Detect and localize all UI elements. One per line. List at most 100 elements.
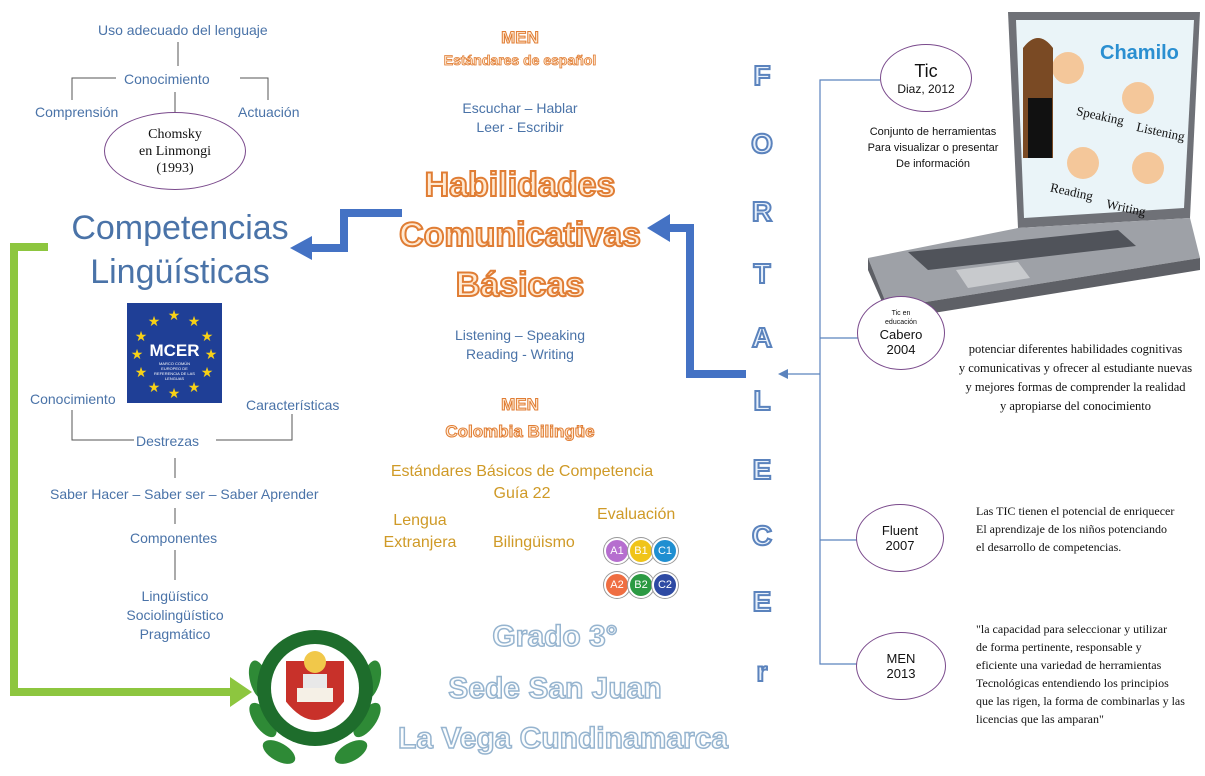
grado-title: Grado 3° bbox=[492, 619, 619, 654]
mcer-small: MARCO COMÚN EUROPEO DE REFERENCIA DE LAS… bbox=[154, 361, 195, 381]
habilidades-title: Habilidades Comunicativas Básicas bbox=[385, 160, 655, 310]
svg-text:★: ★ bbox=[201, 365, 214, 381]
men-label-1: MEN bbox=[501, 28, 540, 48]
svg-text:★: ★ bbox=[148, 380, 161, 396]
lengua-text: Lengua bbox=[393, 512, 447, 529]
conocimiento2-text: Conocimiento bbox=[30, 391, 116, 407]
componentes-text: Componentes bbox=[130, 530, 218, 546]
bilinguismo-text: Bilingüismo bbox=[493, 534, 575, 551]
school-crest bbox=[245, 610, 385, 776]
competencias-line1: Competencias bbox=[71, 209, 289, 247]
sociolinguistico-text: Sociolingüístico bbox=[126, 607, 224, 623]
men2013-desc-1: "la capacidad para seleccionar y utiliza… bbox=[976, 622, 1168, 636]
cabero-desc-2: y comunicativas y ofrecer al estudiante … bbox=[958, 361, 1193, 375]
svg-text:★: ★ bbox=[188, 314, 201, 330]
svg-text:★: ★ bbox=[168, 308, 181, 324]
chomsky-ellipse: Chomsky en Linmongi (1993) bbox=[104, 112, 246, 190]
svg-text:★: ★ bbox=[135, 365, 148, 381]
fortalecer-letter-7: E bbox=[752, 453, 773, 486]
fortalecer-letter-3: R bbox=[751, 195, 773, 228]
fluent-desc-3: el desarrollo de competencias. bbox=[976, 540, 1122, 554]
habilidades-line2: Comunicativas bbox=[398, 215, 642, 255]
fluent-desc-2: El aprendizaje de los niños potenciando bbox=[976, 522, 1167, 536]
listening-speaking-text: Listening – Speaking bbox=[455, 327, 585, 343]
mcer-logo: ★★★ ★★★ ★★★ ★★★ MCER MARCO COMÚN EUROPEO… bbox=[127, 303, 222, 403]
lengua-extranjera: Lengua Extranjera bbox=[370, 510, 470, 554]
pragmatico-text: Pragmático bbox=[139, 626, 211, 642]
fluent-desc-1: Las TIC tienen el potencial de enriquece… bbox=[976, 504, 1175, 518]
escuchar-text: Escuchar – Hablar bbox=[462, 100, 578, 116]
conocimiento-top-text: Conocimiento bbox=[124, 71, 210, 87]
chomsky-year: (1993) bbox=[156, 160, 194, 176]
fortalecer-letter-6: L bbox=[752, 384, 771, 417]
componentes-list: Lingüístico Sociolingüístico Pragmático bbox=[110, 587, 240, 644]
men2013-desc-6: licencias que las amparan" bbox=[976, 712, 1104, 726]
svg-text:★: ★ bbox=[201, 329, 214, 345]
svg-text:★: ★ bbox=[205, 347, 218, 363]
english-skills: Listening – Speaking Reading - Writing bbox=[420, 326, 620, 364]
level-c2: C2 bbox=[652, 572, 678, 598]
chomsky-source: en Linmongi bbox=[139, 143, 211, 159]
guia-text: Guía 22 bbox=[493, 485, 551, 502]
reading-writing-text: Reading - Writing bbox=[466, 346, 574, 362]
level-a1: A1 bbox=[604, 538, 630, 564]
green-arrow bbox=[10, 243, 230, 696]
espanol-skills: Escuchar – Hablar Leer - Escribir bbox=[420, 99, 620, 137]
level-b2: B2 bbox=[628, 572, 654, 598]
comprension-text: Comprensión bbox=[35, 104, 119, 120]
men2013-name: MEN bbox=[886, 651, 916, 666]
estandares-basicos: Estándares Básicos de Competencia Guía 2… bbox=[372, 461, 672, 505]
fortalecer-letter-1: F bbox=[752, 59, 771, 92]
cabero-small-2: educación bbox=[885, 318, 917, 326]
fortalecer-letter-9: E bbox=[752, 585, 773, 618]
lavega-title: La Vega Cundinamarca bbox=[397, 721, 729, 756]
saber-text: Saber Hacer – Saber ser – Saber Aprender bbox=[50, 486, 319, 502]
cabero-ellipse: Tic en educación Cabero 2004 bbox=[857, 296, 945, 370]
blue-arrow-right bbox=[670, 224, 746, 378]
fortalecer-letter-2: O bbox=[750, 127, 774, 160]
habilidades-line3: Básicas bbox=[455, 265, 586, 305]
extranjera-text: Extranjera bbox=[383, 534, 457, 551]
men2013-description: "la capacidad para seleccionar y utiliza… bbox=[976, 620, 1204, 728]
cabero-year: 2004 bbox=[886, 341, 916, 357]
men2013-desc-5: que las rigen, la forma de combinarlas y… bbox=[976, 694, 1185, 708]
men-label-2: MEN bbox=[501, 395, 540, 415]
chamilo-logo: Chamilo bbox=[1100, 42, 1179, 64]
fluent-year: 2007 bbox=[885, 538, 915, 553]
linguistico-text: Lingüístico bbox=[141, 588, 209, 604]
cefr-levels: A1 B1 C1 A2 B2 C2 bbox=[604, 538, 680, 604]
leer-text: Leer - Escribir bbox=[476, 119, 564, 135]
men2013-year: 2013 bbox=[886, 666, 916, 681]
blue-arrow-left bbox=[310, 209, 402, 252]
tic-description: Conjunto de herramientas Para visualizar… bbox=[848, 124, 1018, 172]
tic-ellipse: Tic Diaz, 2012 bbox=[880, 44, 972, 112]
sede-title: Sede San Juan bbox=[448, 671, 663, 706]
cabero-small-1: Tic en bbox=[891, 309, 911, 317]
cabero-description: potenciar diferentes habilidades cogniti… bbox=[948, 340, 1203, 416]
competencias-line2: Lingüísticas bbox=[90, 253, 270, 291]
tic-desc-2: Para visualizar o presentar bbox=[867, 142, 999, 154]
uso-adecuado-text: Uso adecuado del lenguaje bbox=[98, 22, 268, 38]
level-b1: B1 bbox=[628, 538, 654, 564]
fortalecer-letter-8: C bbox=[751, 519, 773, 552]
svg-text:★: ★ bbox=[131, 347, 144, 363]
fortalecer-letter-5: A bbox=[751, 321, 773, 354]
fluent-ellipse: Fluent 2007 bbox=[856, 504, 944, 572]
actuacion-text: Actuación bbox=[238, 104, 300, 120]
svg-text:★: ★ bbox=[168, 386, 181, 402]
svg-text:★: ★ bbox=[148, 314, 161, 330]
men2013-ellipse: MEN 2013 bbox=[856, 632, 946, 700]
tic-desc-3: De información bbox=[896, 158, 970, 170]
fortalecer-letter-4: T bbox=[752, 257, 771, 290]
laptop-illustration: Chamilo Speaking Listening Reading Writi… bbox=[868, 8, 1200, 320]
crest-graphic bbox=[248, 630, 382, 764]
tic-title: Tic bbox=[914, 60, 938, 81]
competencias-title: Competencias Lingüísticas bbox=[55, 206, 305, 294]
destrezas-text: Destrezas bbox=[136, 433, 200, 449]
fluent-name: Fluent bbox=[881, 523, 919, 538]
fortalecer-letter-10: r bbox=[756, 655, 769, 688]
evaluacion-text: Evaluación bbox=[597, 506, 676, 523]
level-c1: C1 bbox=[652, 538, 678, 564]
men2013-desc-3: eficiente una variedad de herramientas bbox=[976, 658, 1162, 672]
